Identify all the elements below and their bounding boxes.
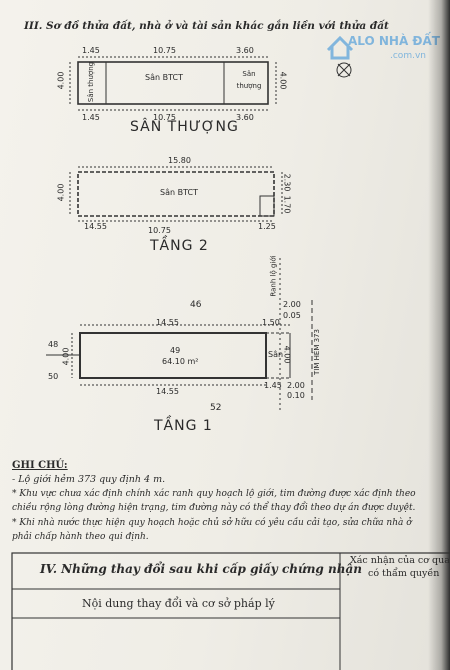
santhuong-label: SÂN THƯỢNG [130,119,239,135]
tang2-right-dim-1: 2.30 [282,173,292,192]
watermark-logo: ALO NHÀ ĐẤT .com.vn [326,24,444,74]
santhuong-left-dim: 4.00 [56,71,66,90]
tang1-parcel-south: 52 [210,403,222,413]
note-line: phải chấp hành theo qui định. [12,532,149,542]
santhuong-room-3: Sân thượng [236,70,262,90]
note-line: - Lộ giới hẻm 373 quy định 4 m. [12,474,166,485]
ranh-dim-1: 2.00 [283,300,301,309]
santhuong-bottom-dim-3: 3.60 [236,113,254,122]
notes-heading: GHI CHÚ: [12,460,68,471]
hem-label: TIM HẺM 373 [312,329,321,375]
tang1-label: TẦNG 1 [154,418,213,434]
ranh-label: Ranh lộ giới [269,255,278,297]
section4-col1: Nội dung thay đổi và cơ sở pháp lý [82,597,275,610]
ranh-dim-3: 0.10 [287,391,305,400]
santhuong-top-dim-3: 3.60 [236,46,254,55]
santhuong-right-dim: 4.00 [278,71,288,90]
tang1-parcel-west-bottom: 50 [48,372,59,381]
watermark-brand: ALO NHÀ ĐẤT [348,34,440,48]
tang1-parcel-no: 49 [170,346,181,355]
watermark-site: .com.vn [390,51,426,61]
santhuong-room-2: Sân BTCT [145,73,183,82]
tang2-bottom-dim-3: 1.25 [258,222,276,231]
house-logo-icon [326,35,354,60]
tang2-bottom-dim-1: 14.55 [84,222,107,231]
ranh-dim-2: 0.05 [283,311,301,320]
tang1-bottom-dim-3: 2.00 [287,381,305,390]
tang1-top-dim-1: 14.55 [156,318,179,327]
tang2-top-dim: 15.80 [168,156,191,165]
santhuong-top-dim-2: 10.75 [153,46,176,55]
tang1-parcel-west-top: 48 [48,340,59,349]
section4-col2-line1: Xác nhận của cơ quan [350,555,450,566]
tang2-label: TẦNG 2 [150,238,209,254]
note-line: chiều rộng lòng đường hiện trạng, tim đư… [12,503,416,513]
tang1-room: Sân [268,350,284,359]
tang2-room: Sân BTCT [160,188,198,197]
tang2-right-dim-2: 1.70 [282,195,292,214]
north-arrow-icon [336,62,352,78]
tang1-right-dim: 4.00 [282,345,292,364]
tang1-top-dim-2: 1.50 [262,318,280,327]
santhuong-bottom-dim-2: 10.75 [153,113,176,122]
section4-title: IV. Những thay đổi sau khi cấp giấy chứn… [40,562,362,576]
tang1-left-dim: 4.00 [61,347,71,366]
tang1-bottom-dim-2: 1.45 [264,381,282,390]
tang2-left-dim: 4.00 [56,183,66,202]
tang1-area: 64.10 m² [162,357,199,366]
note-line: * Khu vực chưa xác định chính xác ranh q… [12,489,416,499]
tang1-bottom-dim-1: 14.55 [156,387,179,396]
section-title: III. Sơ đồ thửa đất, nhà ở và tài sản kh… [24,20,389,32]
santhuong-top-dim-1: 1.45 [82,46,100,55]
santhuong-bottom-dim-1: 1.45 [82,113,100,122]
note-line: * Khi nhà nước thực hiện quy hoạch hoặc … [12,518,412,528]
santhuong-room-1: Sân thượng [87,61,96,103]
section4-col2-line2: có thẩm quyền [368,568,440,579]
tang2-bottom-dim-2: 10.75 [148,226,171,235]
tang1-parcel-north: 46 [190,300,202,310]
page-fold-shadow [428,0,450,670]
